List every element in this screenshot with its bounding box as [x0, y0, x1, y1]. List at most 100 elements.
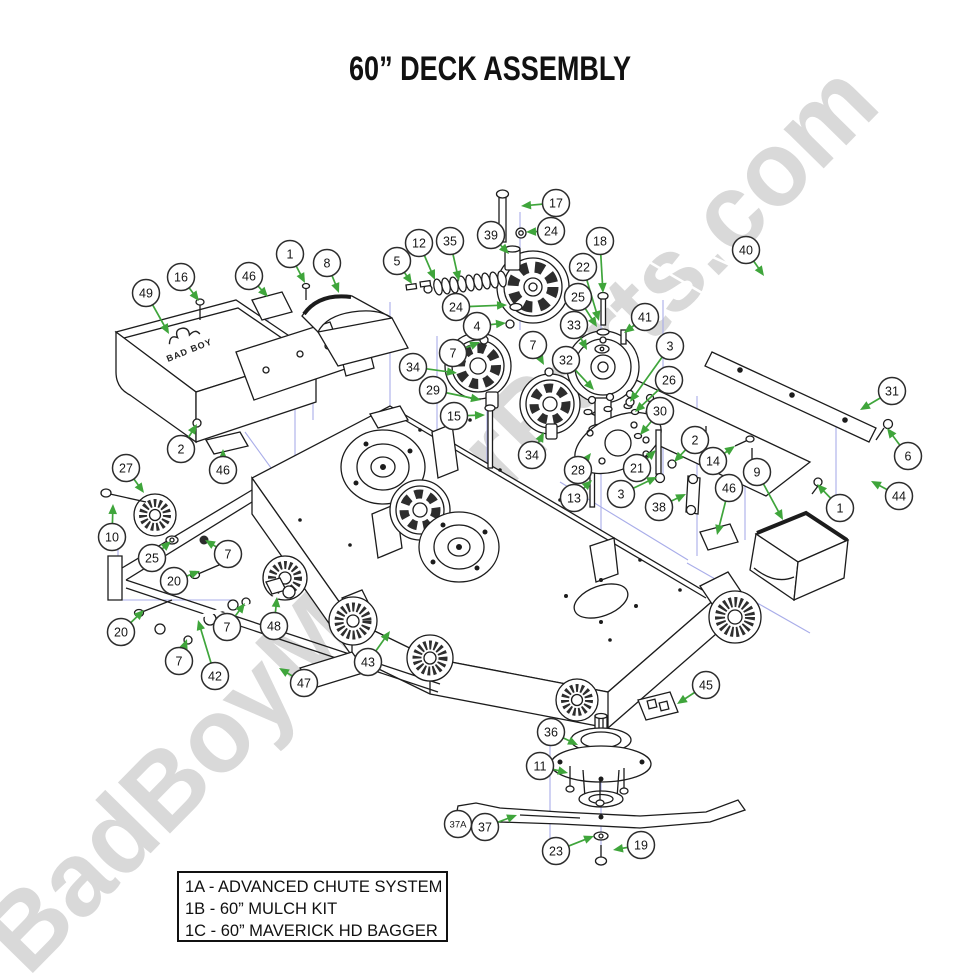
callout-arrowhead [427, 269, 435, 280]
anti-scalp-wheel [555, 678, 599, 722]
callout-arrowhead [235, 603, 245, 614]
balloon-number: 25 [571, 291, 585, 305]
balloon-circle [541, 188, 571, 218]
balloon-circle [166, 434, 196, 464]
balloon-circle [884, 481, 914, 511]
callout-arrowhead [774, 509, 783, 520]
balloon-circle [111, 453, 141, 483]
balloon-circle [439, 401, 469, 431]
balloon-number: 2 [692, 434, 699, 448]
balloon-48: 48 [259, 597, 289, 641]
balloon-circle [275, 239, 305, 269]
callout-arrow-line [151, 304, 166, 328]
balloon-1: 1 [817, 484, 855, 523]
balloon-14: 14 [698, 446, 735, 476]
callout-arrowhead [675, 494, 686, 503]
balloon-number: 46 [216, 464, 230, 478]
balloon-17: 17 [521, 188, 571, 218]
balloon-number: 43 [361, 656, 375, 670]
legend-line-3: 1C - 60” MAVERICK HD BAGGER [185, 922, 438, 940]
balloon-circle [462, 311, 492, 341]
deck-spindles [340, 429, 500, 583]
balloon-circle [164, 646, 194, 676]
balloon-circle [441, 292, 471, 322]
wheels [133, 493, 762, 722]
balloon-circle [559, 310, 589, 340]
callout-arrowhead [380, 631, 390, 642]
balloon-12: 12 [404, 228, 435, 280]
balloon-number: 1 [287, 248, 294, 262]
balloon-20: 20 [159, 566, 200, 596]
balloon-46: 46 [234, 261, 268, 297]
callout-arrowhead [496, 301, 507, 310]
balloon-49: 49 [131, 278, 169, 334]
balloon-number: 23 [549, 845, 563, 859]
balloon-2: 2 [166, 424, 197, 464]
balloon-number: 2 [178, 443, 185, 457]
balloon-circle [435, 226, 465, 256]
callout-arrowhead [567, 736, 578, 745]
callout-arrowhead [535, 432, 544, 443]
page-title: 60” DECK ASSEMBLY [349, 50, 631, 88]
balloon-circle [536, 717, 566, 747]
balloon-38: 38 [644, 492, 686, 522]
callout-arrow-line [866, 397, 881, 407]
balloon-number: 42 [208, 670, 222, 684]
balloon-number: 35 [443, 235, 457, 249]
callout-arrowhead [205, 540, 216, 549]
callout-arrowhead [535, 354, 544, 365]
balloon-circle [630, 302, 660, 332]
balloon-24: 24 [441, 292, 507, 322]
callout-arrowhead [581, 480, 592, 491]
callout-arrowhead [613, 844, 624, 853]
discharge-cover [749, 510, 850, 602]
callout-arrow-line [574, 369, 590, 385]
balloon-23: 23 [541, 835, 594, 866]
callout-arrowhead [817, 484, 828, 495]
balloon-18: 18 [585, 226, 615, 293]
callout-arrowhead [887, 428, 897, 439]
callout-arrowhead [160, 323, 169, 334]
loose-wheel-part [133, 493, 177, 537]
callout-arrowhead [715, 524, 724, 535]
callout-arrow-line [718, 500, 727, 528]
balloon-9: 9 [742, 457, 783, 520]
balloon-11: 11 [525, 751, 568, 781]
balloon-36: 36 [536, 717, 578, 747]
balloon-1: 1 [275, 239, 305, 283]
balloon-46: 46 [208, 449, 238, 485]
balloon-circle [289, 668, 319, 698]
balloon-number: 5 [394, 255, 401, 269]
callout-arrow-line [683, 691, 696, 701]
balloon-43: 43 [353, 631, 390, 677]
callout-arrowhead [598, 282, 607, 293]
callout-arrowhead [645, 450, 656, 460]
balloon-circle [691, 670, 721, 700]
balloon-number: 34 [525, 449, 539, 463]
callout-arrowhead [646, 477, 657, 486]
balloon-circle [166, 262, 196, 292]
callout-arrowhead [189, 570, 200, 579]
balloon-32: 32 [551, 345, 594, 390]
callout-arrowhead [474, 411, 485, 420]
callout-arrowhead [499, 243, 509, 254]
callout-arrowhead [470, 393, 481, 403]
callout-arrowhead [189, 290, 199, 301]
balloon-7: 7 [438, 338, 480, 368]
balloon-number: 46 [722, 482, 736, 496]
balloon-34: 34 [517, 432, 547, 470]
callout-arrowhead [860, 401, 871, 410]
callout-arrowhead [521, 200, 532, 210]
balloon-circle [259, 611, 289, 641]
balloon-number: 44 [892, 490, 906, 504]
anti-scalp-wheel [328, 589, 378, 646]
balloon-circle [106, 617, 136, 647]
balloon-3: 3 [606, 477, 657, 509]
balloon-circle [382, 246, 412, 276]
callout-arrowhead [584, 379, 594, 390]
balloon-circle [137, 543, 167, 573]
balloon-number: 9 [754, 466, 761, 480]
balloon-circle [825, 493, 855, 523]
